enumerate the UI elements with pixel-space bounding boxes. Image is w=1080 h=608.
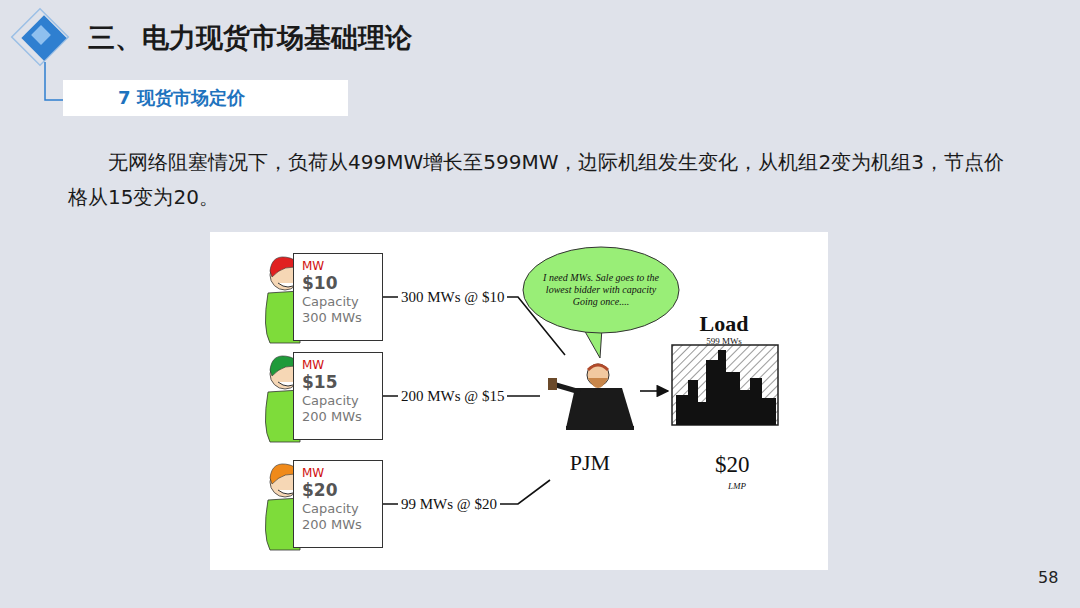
node-text: $20 — [302, 480, 378, 501]
bid-card: MW$15Capacity 200 MWs — [293, 352, 383, 440]
node-text: 7 现货市场定价 — [118, 80, 348, 116]
subtitle-box: 7 现货市场定价 — [63, 80, 348, 116]
price-label: $20 — [715, 452, 750, 478]
body-paragraph: 无网络阻塞情况下，负荷从499MW增长至599MW，边际机组发生变化，从机组2变… — [68, 145, 1008, 215]
lmp-label: LMP — [728, 481, 746, 491]
node-text: MW — [302, 259, 378, 273]
edge-label: 300 MWs @ $10 — [398, 289, 507, 306]
node-text: 599 MWs — [706, 336, 742, 346]
auctioneer: PJM — [540, 355, 640, 480]
node-text: Capacity 200 MWs — [302, 393, 374, 425]
bid-card: MW$20Capacity 200 MWs — [293, 460, 383, 548]
load-city: Load599 MWs — [668, 312, 780, 427]
speech-bubble: I need MWs. Sale goes to the lowest bidd… — [522, 246, 680, 334]
connector — [640, 390, 668, 392]
node-text: MW — [302, 358, 378, 372]
edge-label: 200 MWs @ $15 — [398, 388, 507, 405]
node-text: PJM — [570, 450, 610, 476]
node-text: MW — [302, 466, 378, 480]
edge-label: 99 MWs @ $20 — [398, 496, 500, 513]
node-text: I need MWs. Sale goes to the lowest bidd… — [538, 272, 664, 308]
node-text: Capacity 300 MWs — [302, 294, 374, 326]
bid-card: MW$10Capacity 300 MWs — [293, 253, 383, 341]
connector — [383, 297, 565, 355]
node-text: $10 — [302, 273, 378, 294]
node-text: $15 — [302, 372, 378, 393]
node-text: Load — [700, 312, 749, 336]
node-text: Capacity 200 MWs — [302, 501, 374, 533]
page-number: 58 — [1038, 568, 1058, 587]
slide-title: 三、电力现货市场基础理论 — [88, 20, 412, 56]
